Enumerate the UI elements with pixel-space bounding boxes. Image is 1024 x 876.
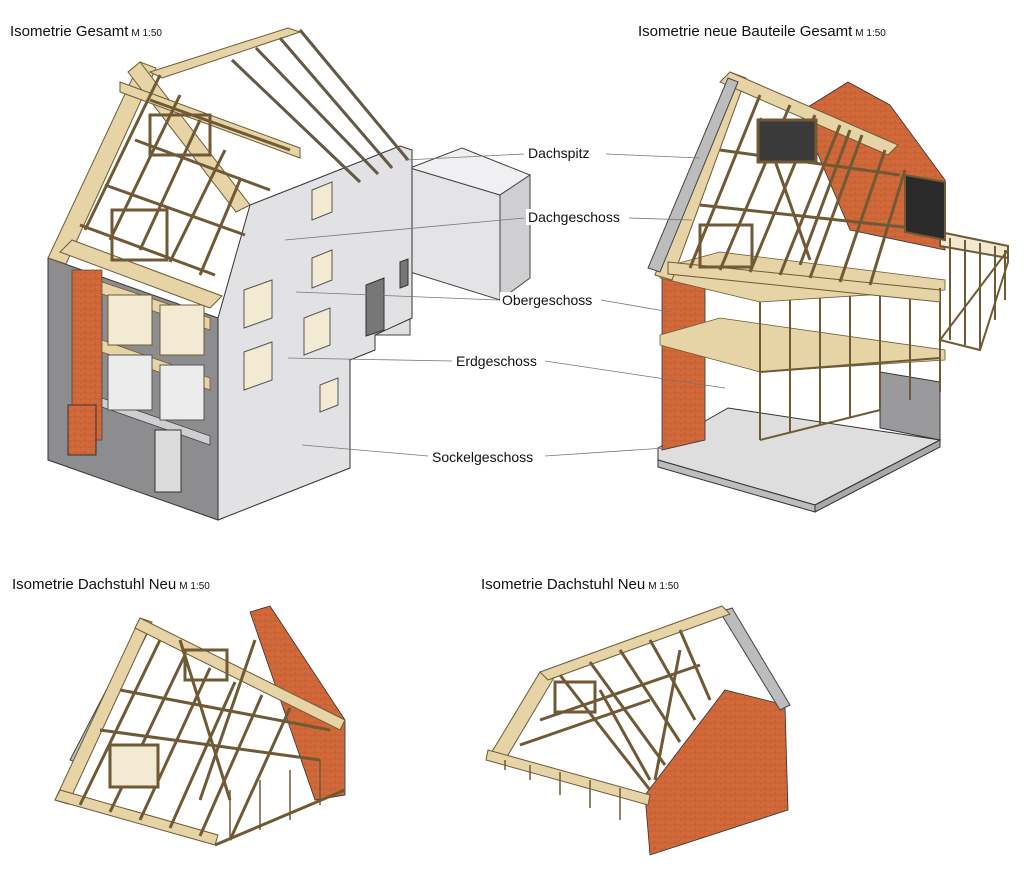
brick-wall-left <box>661 267 706 451</box>
brick-gable <box>644 689 789 856</box>
roof-truss-left <box>54 605 346 847</box>
scale-label: M 1:50 <box>179 581 210 592</box>
scale-label: M 1:50 <box>855 28 886 39</box>
title-text: Isometrie neue Bauteile Gesamt <box>638 23 853 40</box>
label-sockelgeschoss: Sockelgeschoss <box>430 449 536 465</box>
building-neue-bauteile <box>647 71 1009 513</box>
title-text: Isometrie Dachstuhl Neu <box>481 576 646 593</box>
label-dachspitz: Dachspitz <box>526 145 592 161</box>
leader-lines <box>284 153 726 457</box>
label-obergeschoss: Obergeschoss <box>500 292 595 308</box>
scale-label: M 1:50 <box>131 28 162 39</box>
label-dachgeschoss: Dachgeschoss <box>526 209 622 225</box>
building-gesamt <box>47 27 532 521</box>
title-text: Isometrie Gesamt <box>10 23 129 40</box>
roof-truss-right <box>485 605 791 856</box>
title-text: Isometrie Dachstuhl Neu <box>12 576 177 593</box>
label-erdgeschoss: Erdgeschoss <box>454 353 539 369</box>
scale-label: M 1:50 <box>648 581 679 592</box>
